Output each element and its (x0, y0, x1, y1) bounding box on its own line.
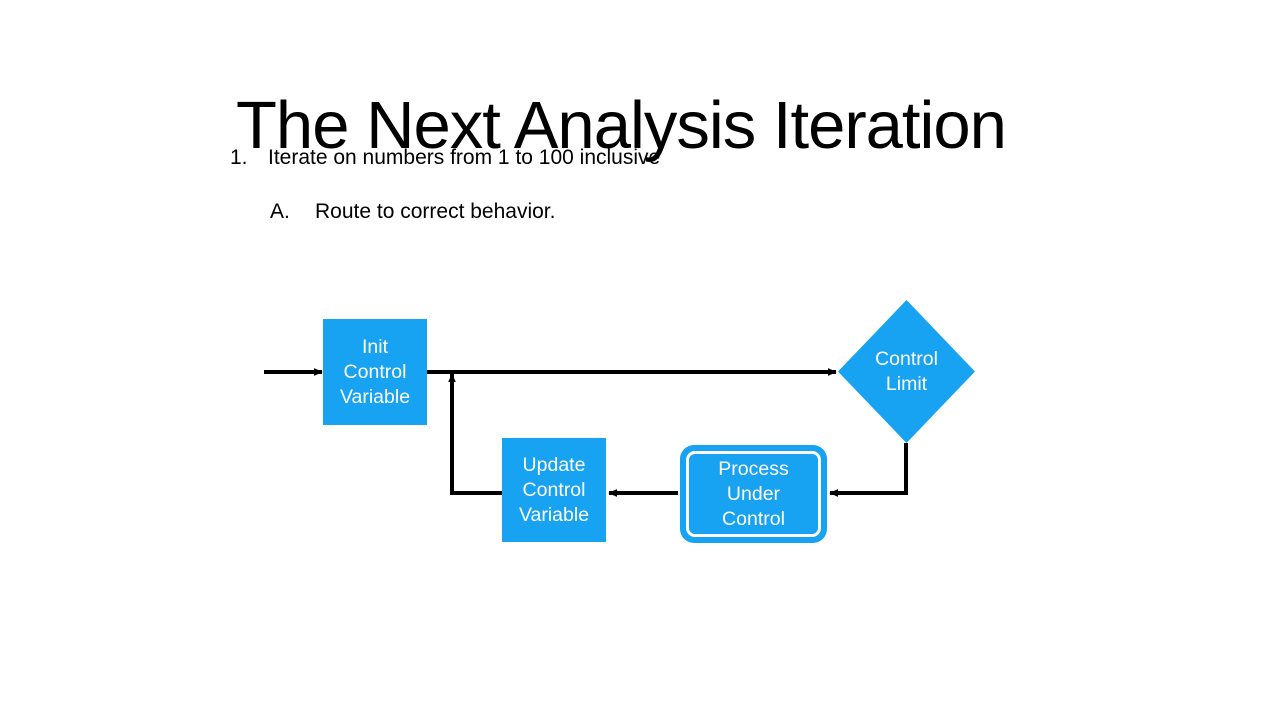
flow-node-control-limit[interactable]: Control Limit (838, 300, 975, 443)
page-title: The Next Analysis Iteration (236, 87, 1007, 163)
connector-decision-to-process (829, 443, 908, 497)
flow-node-process-under-control[interactable]: Process Under Control (680, 445, 827, 543)
flow-node-update-control-variable[interactable]: Update Control Variable (502, 438, 606, 542)
list-item-marker: A. (270, 200, 290, 223)
flow-node-label: Control Limit (875, 347, 938, 395)
flow-node-label: Init Control Variable (339, 335, 411, 408)
list-item: 1. Iterate on numbers from 1 to 100 incl… (230, 143, 1050, 172)
list-item-label: Iterate on numbers from 1 to 100 inclusi… (268, 146, 661, 169)
list-item-label: Route to correct behavior. (315, 200, 556, 223)
flow-node-init-control-variable[interactable]: Init Control Variable (323, 319, 427, 425)
list-item-marker: 1. (230, 146, 248, 169)
connector-update-to-loop (448, 373, 502, 495)
bullet-list: 1. Iterate on numbers from 1 to 100 incl… (230, 143, 1050, 226)
list-item: A. Route to correct behavior. (270, 197, 1050, 226)
flow-node-label: Process Under Control (718, 457, 789, 530)
flow-node-label: Update Control Variable (518, 453, 590, 526)
